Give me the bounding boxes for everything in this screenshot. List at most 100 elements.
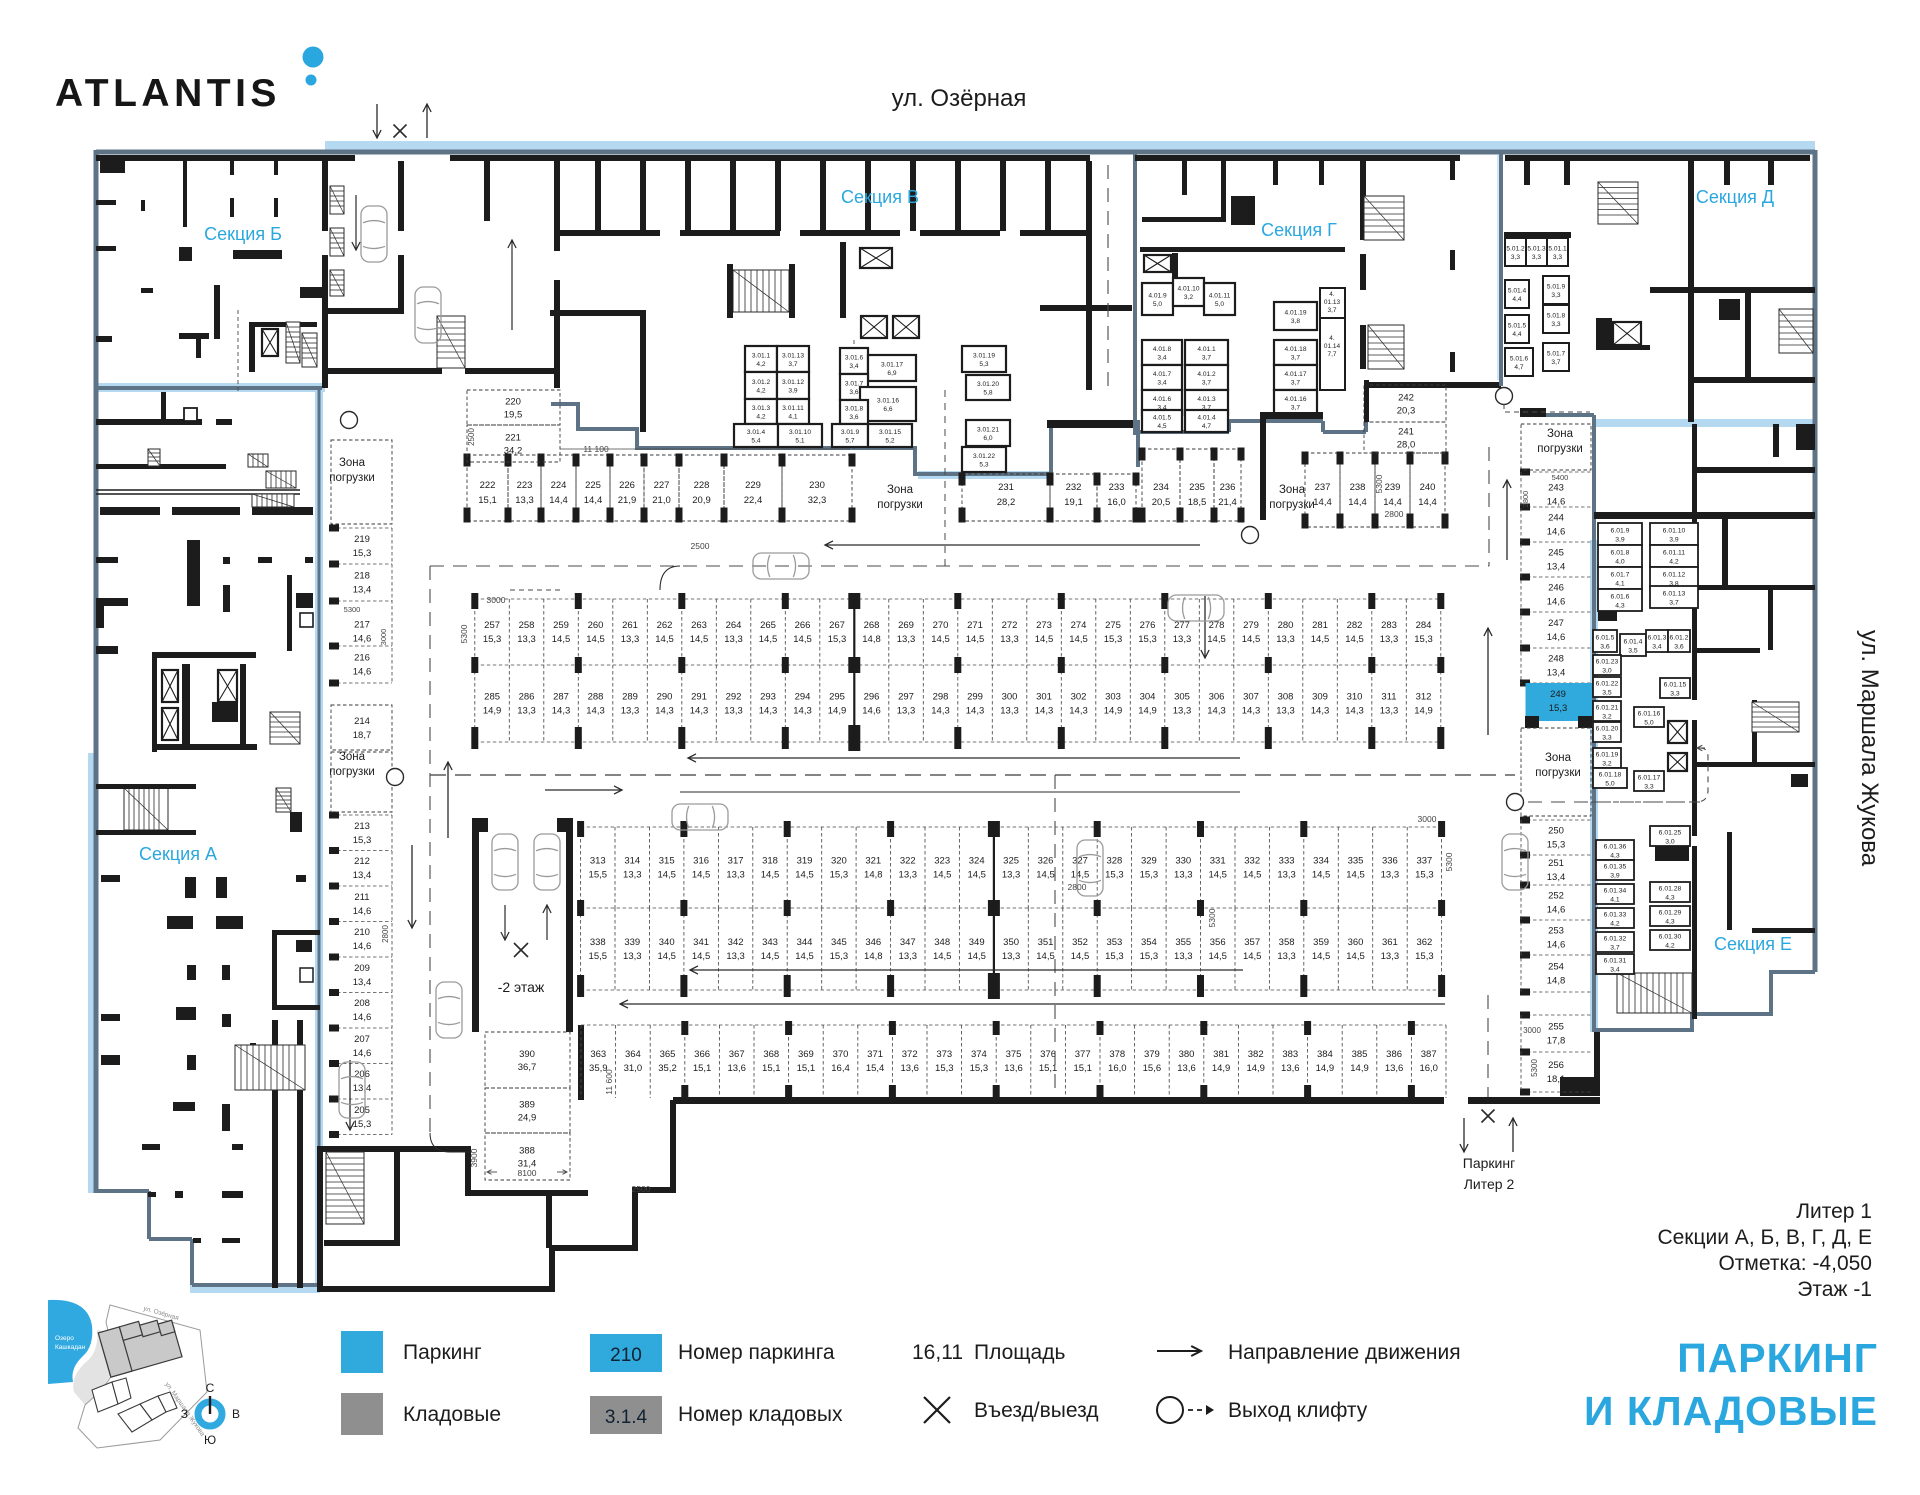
svg-text:223: 223 xyxy=(517,480,533,491)
svg-text:погрузки: погрузки xyxy=(877,499,923,511)
svg-text:13,6: 13,6 xyxy=(1385,1063,1404,1074)
svg-text:376: 376 xyxy=(1040,1049,1056,1060)
svg-text:382: 382 xyxy=(1248,1049,1264,1060)
svg-text:4,1: 4,1 xyxy=(1610,896,1620,903)
svg-text:324: 324 xyxy=(969,856,985,867)
svg-text:21,4: 21,4 xyxy=(1218,497,1237,508)
svg-text:14,3: 14,3 xyxy=(931,706,950,717)
svg-text:314: 314 xyxy=(624,856,640,867)
svg-text:266: 266 xyxy=(795,620,811,631)
svg-text:5.01.6: 5.01.6 xyxy=(1510,356,1529,363)
svg-text:11 600: 11 600 xyxy=(604,1069,614,1095)
svg-text:6.01.13: 6.01.13 xyxy=(1663,591,1686,598)
svg-text:14,5: 14,5 xyxy=(761,870,780,881)
svg-text:13,3: 13,3 xyxy=(515,495,534,506)
svg-text:6.01.9: 6.01.9 xyxy=(1611,528,1630,535)
svg-text:236: 236 xyxy=(1220,482,1236,493)
svg-text:360: 360 xyxy=(1348,937,1364,948)
svg-text:14,4: 14,4 xyxy=(549,495,568,506)
svg-text:249: 249 xyxy=(1550,689,1566,700)
svg-text:4.01.11: 4.01.11 xyxy=(1209,293,1231,300)
svg-text:13,4: 13,4 xyxy=(1547,668,1566,679)
svg-text:319: 319 xyxy=(797,856,813,867)
svg-text:14,6: 14,6 xyxy=(1547,497,1566,508)
svg-text:14,4: 14,4 xyxy=(1383,497,1402,508)
svg-text:14,5: 14,5 xyxy=(1208,870,1227,881)
svg-text:15,3: 15,3 xyxy=(935,1063,954,1074)
svg-text:14,8: 14,8 xyxy=(864,870,883,881)
svg-text:5,3: 5,3 xyxy=(979,462,988,469)
svg-text:13,3: 13,3 xyxy=(1002,951,1021,962)
svg-text:3,3: 3,3 xyxy=(1532,254,1541,261)
svg-text:Выход клифту: Выход клифту xyxy=(1228,1399,1368,1422)
svg-text:4,2: 4,2 xyxy=(756,361,765,368)
svg-text:35,2: 35,2 xyxy=(658,1063,677,1074)
svg-text:6,9: 6,9 xyxy=(887,370,896,377)
svg-text:246: 246 xyxy=(1548,583,1564,594)
svg-text:3.01.13: 3.01.13 xyxy=(782,353,804,360)
svg-text:287: 287 xyxy=(553,692,569,703)
svg-text:243: 243 xyxy=(1548,483,1564,494)
svg-text:14,3: 14,3 xyxy=(1207,706,1226,717)
svg-text:3,6: 3,6 xyxy=(849,414,858,421)
svg-text:14,9: 14,9 xyxy=(1212,1063,1231,1074)
svg-text:305: 305 xyxy=(1174,692,1190,703)
svg-text:3,6: 3,6 xyxy=(1600,643,1610,650)
svg-text:Отметка: -4,050: Отметка: -4,050 xyxy=(1718,1252,1872,1275)
svg-text:5.01.8: 5.01.8 xyxy=(1547,313,1566,320)
svg-text:3000: 3000 xyxy=(487,595,506,605)
svg-text:2800: 2800 xyxy=(1385,509,1404,519)
svg-text:15,3: 15,3 xyxy=(1140,870,1159,881)
svg-text:Секция Б: Секция Б xyxy=(204,224,282,244)
svg-text:13,4: 13,4 xyxy=(353,1083,372,1094)
svg-text:13,3: 13,3 xyxy=(1002,870,1021,881)
svg-text:5,2: 5,2 xyxy=(885,438,894,445)
svg-text:погрузки: погрузки xyxy=(1269,499,1315,511)
svg-text:31,4: 31,4 xyxy=(518,1159,537,1170)
svg-text:250: 250 xyxy=(1548,826,1564,837)
svg-text:15,3: 15,3 xyxy=(1415,870,1434,881)
svg-text:14,3: 14,3 xyxy=(793,706,812,717)
svg-text:14,3: 14,3 xyxy=(1069,706,1088,717)
svg-text:Номер паркинга: Номер паркинга xyxy=(678,1341,835,1364)
svg-text:245: 245 xyxy=(1548,548,1564,559)
svg-text:3900: 3900 xyxy=(469,1148,479,1167)
svg-text:13,3: 13,3 xyxy=(726,870,745,881)
svg-text:4.01.7: 4.01.7 xyxy=(1153,371,1172,378)
svg-text:6.01.19: 6.01.19 xyxy=(1596,752,1619,759)
svg-text:14,5: 14,5 xyxy=(933,870,952,881)
svg-text:4,2: 4,2 xyxy=(1669,558,1679,565)
svg-text:5300: 5300 xyxy=(1530,1059,1539,1077)
svg-text:6.01.3: 6.01.3 xyxy=(1648,635,1667,642)
svg-text:В: В xyxy=(232,1407,240,1421)
svg-text:297: 297 xyxy=(898,692,914,703)
svg-text:15,3: 15,3 xyxy=(1104,634,1123,645)
svg-text:погрузки: погрузки xyxy=(329,766,375,778)
svg-text:ул. Маршала Жукова: ул. Маршала Жукова xyxy=(1856,630,1883,867)
svg-text:13,3: 13,3 xyxy=(623,951,642,962)
svg-text:269: 269 xyxy=(898,620,914,631)
svg-text:377: 377 xyxy=(1075,1049,1091,1060)
svg-text:237: 237 xyxy=(1315,482,1331,493)
svg-text:13,3: 13,3 xyxy=(1173,706,1192,717)
svg-text:15,3: 15,3 xyxy=(1415,951,1434,962)
svg-text:Паркинг: Паркинг xyxy=(403,1341,482,1364)
svg-text:3.01.6: 3.01.6 xyxy=(845,355,864,362)
svg-text:3,7: 3,7 xyxy=(1202,405,1211,412)
svg-text:14,8: 14,8 xyxy=(1547,976,1566,987)
svg-text:14,5: 14,5 xyxy=(1207,634,1226,645)
svg-text:303: 303 xyxy=(1105,692,1121,703)
svg-text:15,3: 15,3 xyxy=(353,835,372,846)
svg-text:6.01.10: 6.01.10 xyxy=(1663,528,1686,535)
svg-text:5.01.4: 5.01.4 xyxy=(1508,288,1527,295)
svg-text:275: 275 xyxy=(1105,620,1121,631)
svg-text:14,9: 14,9 xyxy=(1104,706,1123,717)
svg-text:13,3: 13,3 xyxy=(1000,634,1019,645)
svg-text:365: 365 xyxy=(660,1049,676,1060)
svg-text:6.01.31: 6.01.31 xyxy=(1604,958,1627,965)
svg-text:13,3: 13,3 xyxy=(1277,870,1296,881)
svg-text:6,6: 6,6 xyxy=(883,406,892,413)
svg-text:14,5: 14,5 xyxy=(586,634,605,645)
svg-text:14,9: 14,9 xyxy=(1350,1063,1369,1074)
svg-text:13,4: 13,4 xyxy=(1547,872,1566,883)
